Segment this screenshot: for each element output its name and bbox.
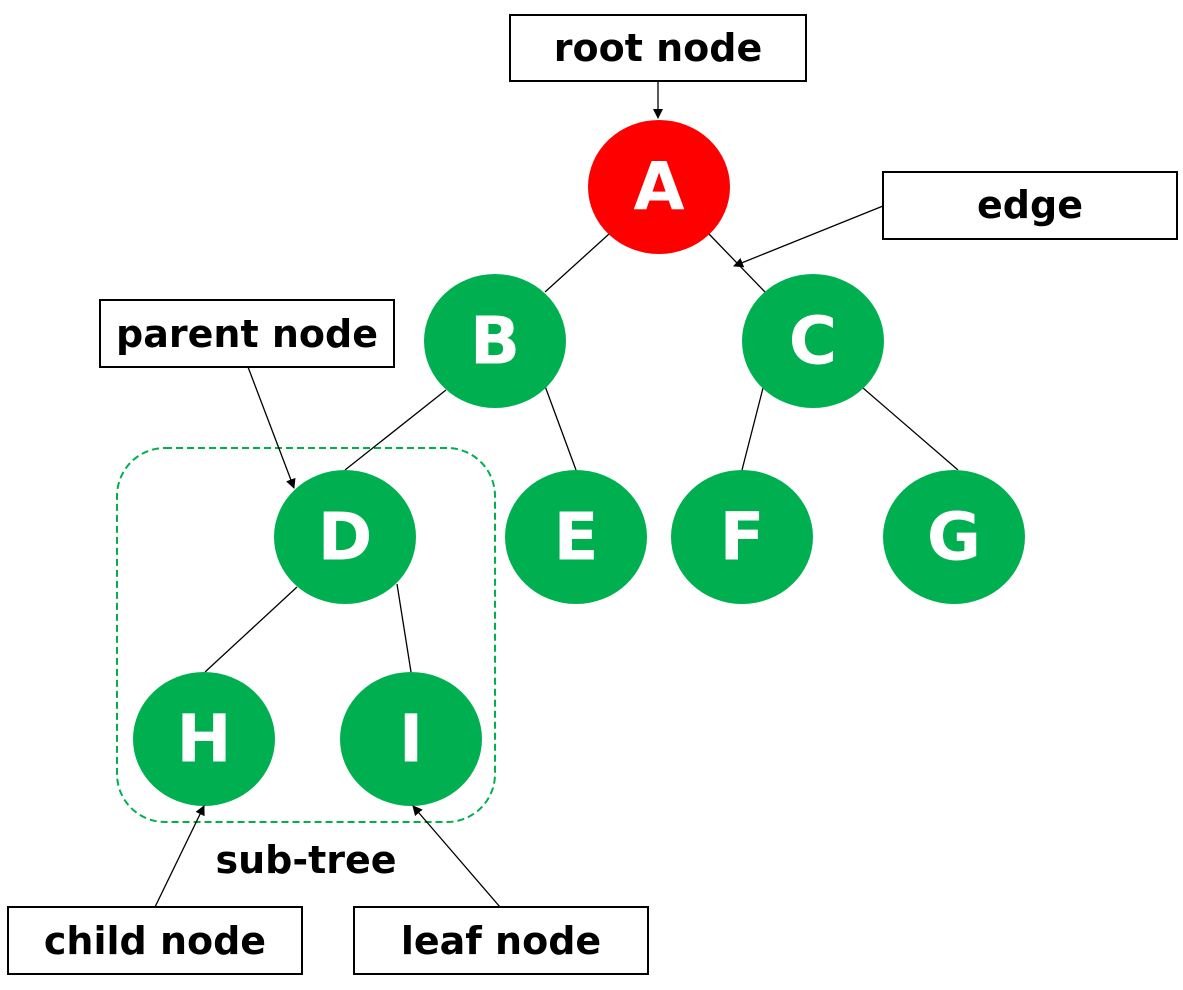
node-b: B [424, 274, 566, 408]
edge-d-i [396, 583, 412, 673]
node-c: C [742, 274, 884, 408]
subtree-boundary [116, 447, 496, 823]
node-g: G [883, 470, 1025, 604]
arrow-leaf-node [412, 805, 501, 908]
node-a: A [588, 120, 730, 254]
node-h: H [133, 672, 275, 806]
node-i-label: I [399, 701, 424, 778]
arrow-child-node [154, 805, 205, 908]
callout-parent-node: parent node [99, 299, 395, 489]
node-g-label: G [927, 499, 981, 576]
callout-child-node: child node [7, 805, 303, 975]
callout-leaf-node-label: leaf node [401, 919, 601, 963]
arrow-parent-node [247, 366, 296, 489]
callout-leaf-node: leaf node [353, 805, 649, 975]
node-d: D [274, 470, 416, 604]
edge-d-h [204, 586, 298, 673]
node-e: E [505, 470, 647, 604]
edge-c-g [862, 387, 959, 471]
callout-edge: edge [733, 171, 1178, 268]
node-f-label: F [719, 499, 764, 576]
node-a-label: A [633, 149, 684, 226]
node-d-label: D [318, 499, 373, 576]
callout-root-node: root node [509, 14, 807, 119]
edge-b-d [344, 389, 447, 471]
arrow-edge [733, 205, 884, 268]
subtree-label: sub-tree [215, 838, 396, 882]
edge-a-c [708, 233, 766, 293]
edge-a-b [544, 233, 610, 293]
callout-parent-node-label: parent node [116, 312, 378, 356]
node-h-label: H [176, 701, 231, 778]
callout-root-node-label: root node [554, 26, 762, 70]
callout-child-node-label: child node [44, 919, 266, 963]
callout-edge-label: edge [977, 183, 1083, 227]
edge-c-f [741, 387, 764, 471]
node-b-label: B [470, 303, 520, 380]
node-i: I [340, 672, 482, 806]
node-c-label: C [789, 303, 837, 380]
node-f: F [671, 470, 813, 604]
edge-b-e [544, 385, 577, 471]
node-e-label: E [553, 499, 598, 576]
